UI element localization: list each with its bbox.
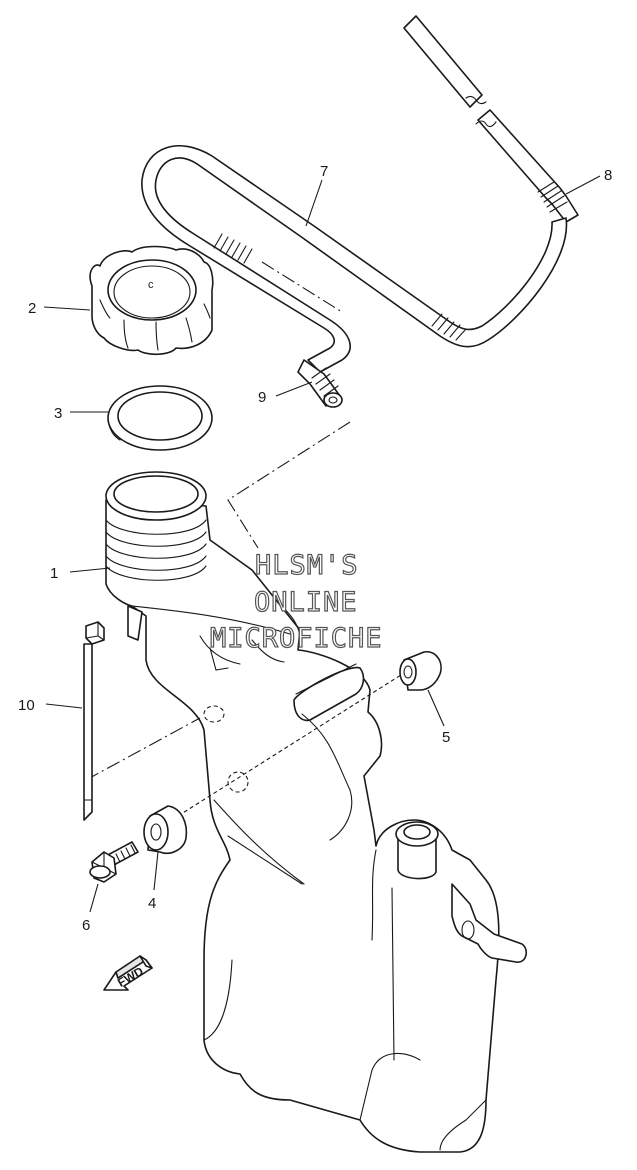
callout-5: 5 <box>442 729 450 746</box>
svg-text:c: c <box>148 279 154 291</box>
hose-7[interactable] <box>141 144 568 373</box>
watermark-line-3: MICROFICHE <box>210 623 383 654</box>
callout-4: 4 <box>148 895 156 912</box>
callout-6: 6 <box>82 917 90 934</box>
grommet-5[interactable] <box>399 651 442 691</box>
filler-cap-2[interactable]: c <box>89 245 214 356</box>
hose-7-clamp-right <box>431 313 467 341</box>
watermark-line-2: ONLINE <box>254 587 358 618</box>
leader-lines <box>43 175 601 913</box>
hose-7-clamp-left <box>213 233 253 264</box>
hose-9[interactable] <box>297 359 343 408</box>
o-ring-3[interactable] <box>107 385 213 451</box>
watermark: HLSM'S ONLINE MICROFICHE <box>209 549 383 654</box>
bolt-6[interactable] <box>89 841 139 883</box>
oil-tank-1[interactable] <box>105 471 528 1153</box>
assembly-line-9-to-1 <box>227 421 351 549</box>
callout-10: 10 <box>18 697 35 714</box>
assembly-line-10 <box>85 717 201 781</box>
callout-2: 2 <box>28 300 36 317</box>
watermark-line-1: HLSM'S <box>255 550 359 581</box>
forward-direction-arrow: FWD <box>103 955 153 991</box>
callout-9: 9 <box>258 389 266 406</box>
hose-9-clamp <box>311 367 339 397</box>
callout-3: 3 <box>54 405 62 422</box>
hose-8[interactable] <box>403 15 579 223</box>
cable-tie-10[interactable] <box>83 621 105 821</box>
hose-8-clamp <box>537 181 568 213</box>
callout-8: 8 <box>604 167 612 184</box>
damper-4[interactable] <box>143 805 188 854</box>
callout-7: 7 <box>320 163 328 180</box>
callout-1: 1 <box>50 565 58 582</box>
